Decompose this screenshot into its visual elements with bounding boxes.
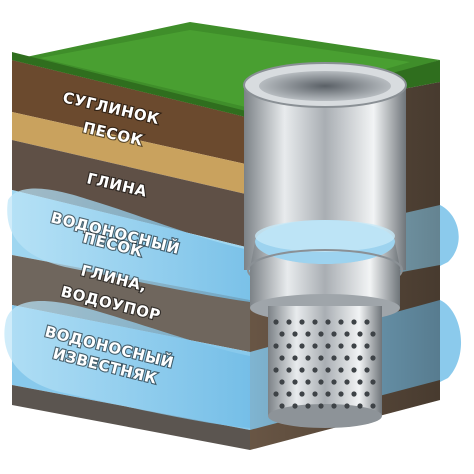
perforation-hole	[351, 343, 357, 349]
perforation-hole	[318, 355, 324, 361]
perforation-hole	[312, 367, 318, 373]
perforation-hole	[292, 331, 298, 337]
perforation-hole	[357, 379, 363, 385]
layer-clay	[12, 140, 250, 248]
perforation-hole	[364, 319, 370, 325]
perforation-hole	[299, 343, 305, 349]
perforation-hole	[351, 391, 357, 397]
layer-clay-aquitard	[12, 255, 250, 352]
perforation-hole	[292, 379, 298, 385]
perforation-hole	[325, 319, 331, 325]
perforation-hole	[279, 403, 285, 409]
perforation-hole	[325, 367, 331, 373]
perforation-hole	[312, 391, 318, 397]
perforation-hole	[305, 379, 311, 385]
perforation-hole	[370, 379, 376, 385]
perforation-hole	[279, 379, 285, 385]
perforation-hole	[286, 319, 292, 325]
perforation-hole	[344, 355, 350, 361]
perforation-hole	[299, 391, 305, 397]
perforation-hole	[273, 391, 279, 397]
perforation-hole	[273, 343, 279, 349]
water-splash-right	[440, 205, 462, 382]
perforation-hole	[299, 367, 305, 373]
perforation-hole	[364, 343, 370, 349]
perforation-hole	[331, 403, 337, 409]
perforation-hole	[273, 367, 279, 373]
perforation-hole	[338, 367, 344, 373]
perforation-hole	[357, 331, 363, 337]
layer-bottom-rock	[12, 385, 250, 450]
perforation-hole	[279, 331, 285, 337]
perforation-hole	[286, 391, 292, 397]
layer-loam	[12, 60, 250, 165]
perforation-hole	[318, 331, 324, 337]
perforation-hole	[338, 343, 344, 349]
perforation-hole	[331, 355, 337, 361]
layer-sand	[12, 112, 250, 195]
water-splash-lower	[4, 301, 251, 428]
perforation-hole	[286, 343, 292, 349]
perforation-hole	[273, 319, 279, 325]
perforation-hole	[344, 379, 350, 385]
perforation-hole	[279, 355, 285, 361]
perforation-hole	[305, 403, 311, 409]
perforation-hole	[344, 403, 350, 409]
perforation-hole	[318, 403, 324, 409]
perforation-hole	[325, 391, 331, 397]
perforation-hole	[357, 355, 363, 361]
well-pipe	[243, 62, 407, 428]
perforation-hole	[351, 319, 357, 325]
perforation-hole	[312, 343, 318, 349]
perforation-hole	[292, 355, 298, 361]
perforation-hole	[370, 331, 376, 337]
filter-pipe	[268, 306, 382, 416]
perforation-hole	[331, 379, 337, 385]
perforation-hole	[305, 331, 311, 337]
perforation-hole	[305, 355, 311, 361]
filter-perforations	[273, 319, 376, 409]
perforation-hole	[364, 391, 370, 397]
perforation-hole	[299, 319, 305, 325]
perforation-hole	[357, 403, 363, 409]
perforation-hole	[331, 331, 337, 337]
perforation-hole	[338, 391, 344, 397]
perforation-hole	[325, 343, 331, 349]
perforation-hole	[286, 367, 292, 373]
perforation-hole	[364, 367, 370, 373]
perforation-hole	[338, 319, 344, 325]
perforation-hole	[292, 403, 298, 409]
water-splash-upper	[7, 188, 250, 302]
perforation-hole	[370, 355, 376, 361]
perforation-hole	[370, 403, 376, 409]
perforation-hole	[344, 331, 350, 337]
perforation-hole	[312, 319, 318, 325]
perforation-hole	[318, 379, 324, 385]
perforation-hole	[351, 367, 357, 373]
